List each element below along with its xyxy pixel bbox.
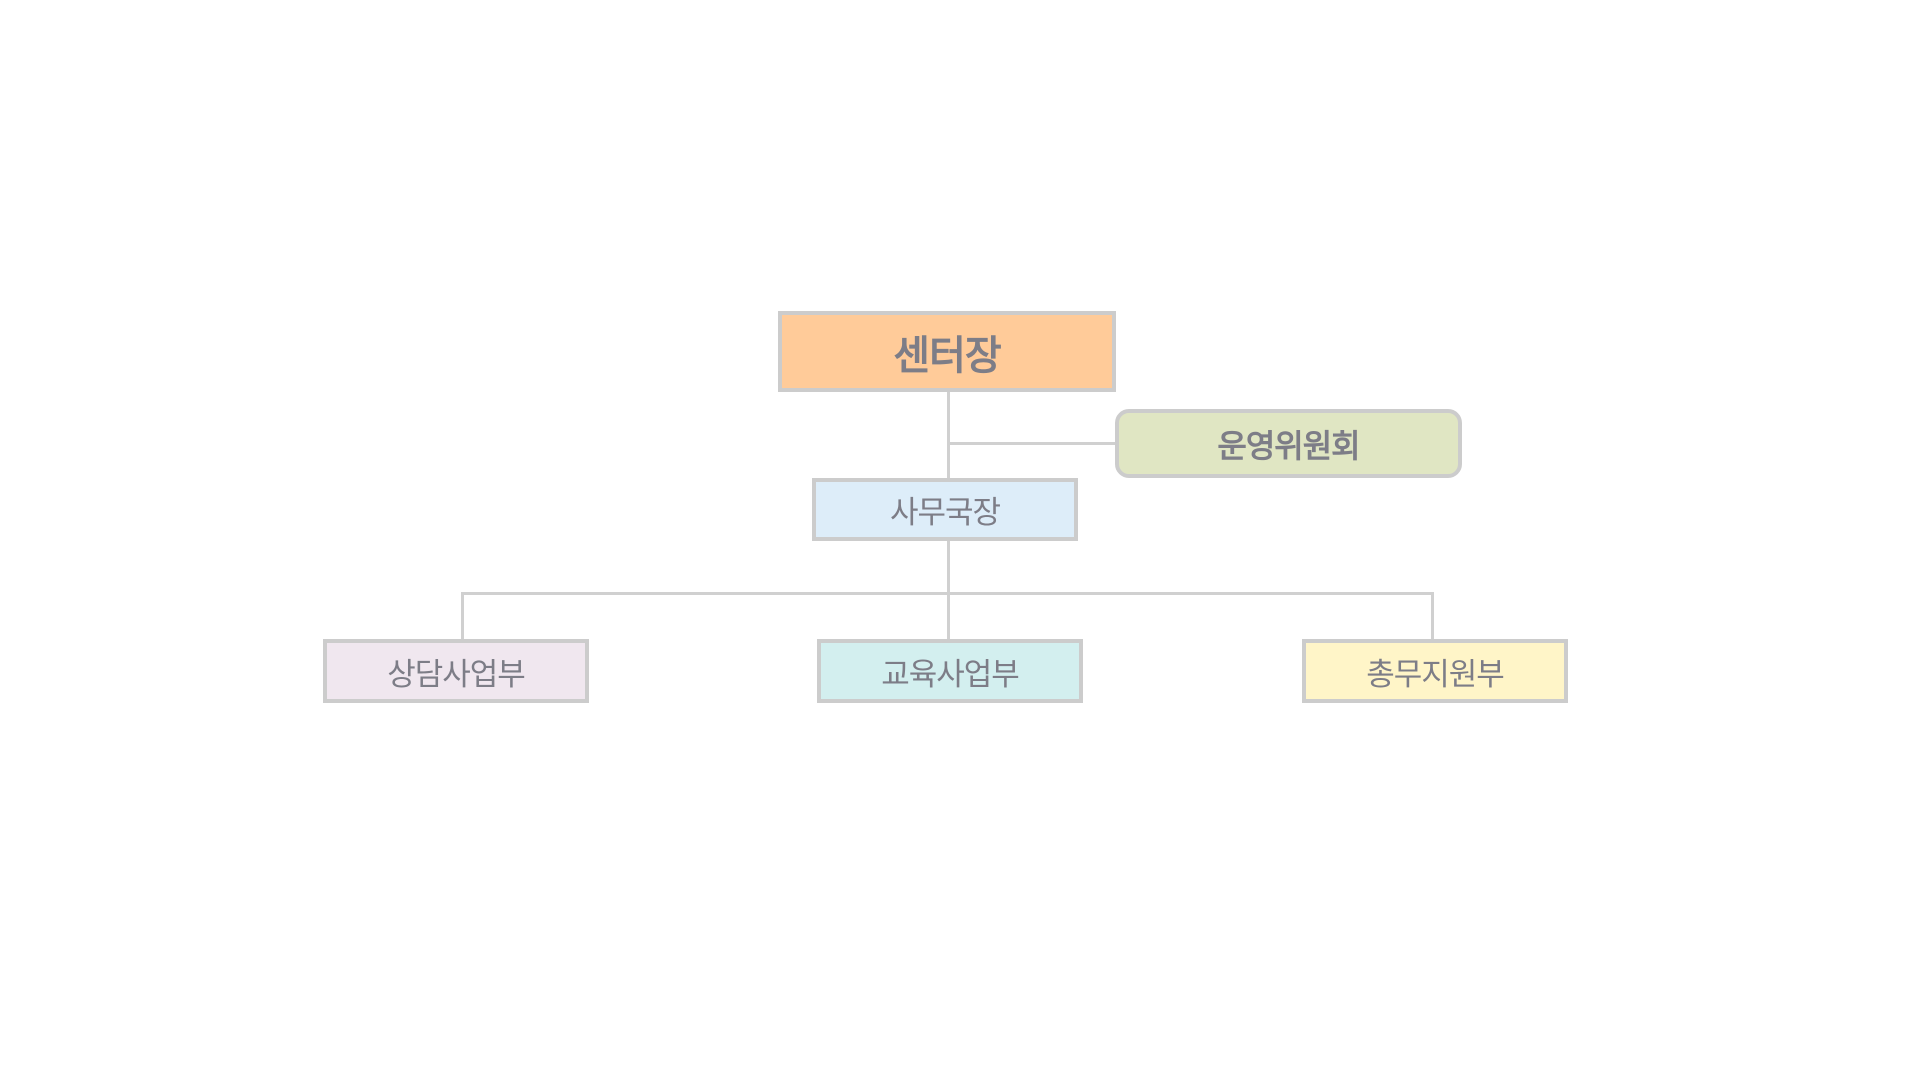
node-director-label: 센터장	[893, 332, 1001, 379]
node-dept-admin-support: 총무지원부	[1302, 639, 1568, 703]
connector-to-dept-admin	[1431, 592, 1434, 639]
node-operating-committee: 운영위원회	[1115, 409, 1462, 478]
node-secretary-label: 사무국장	[889, 495, 1001, 531]
connector-departments-horizontal	[461, 592, 1434, 595]
node-director: 센터장	[778, 311, 1116, 392]
node-dept-education: 교육사업부	[817, 639, 1083, 703]
connector-to-committee	[947, 442, 1115, 445]
connector-to-dept-counseling	[461, 592, 464, 639]
node-secretary-general: 사무국장	[812, 478, 1078, 541]
node-committee-label: 운영위원회	[1217, 426, 1360, 465]
connector-secretary-down	[947, 541, 950, 639]
node-dept-education-label: 교육사업부	[881, 656, 1020, 693]
connector-director-to-secretary	[947, 392, 950, 478]
node-dept-counseling-label: 상담사업부	[387, 656, 526, 693]
node-dept-counseling: 상담사업부	[323, 639, 589, 703]
node-dept-admin-label: 총무지원부	[1366, 656, 1505, 693]
